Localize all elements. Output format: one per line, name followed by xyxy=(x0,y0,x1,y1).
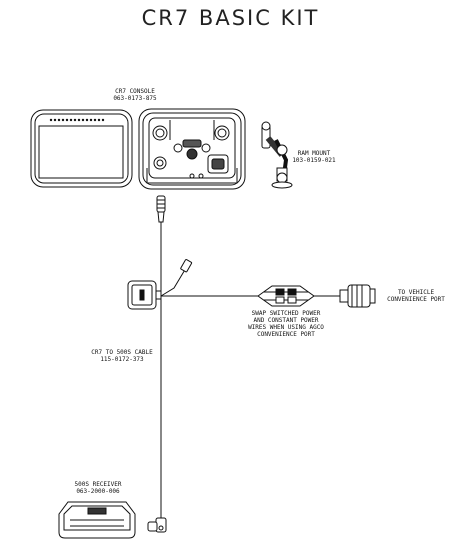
swap-note-label: SWAP SWITCHED POWER AND CONSTANT POWER W… xyxy=(236,310,336,338)
cable-label: CR7 TO 500S CABLE 115-0172-373 xyxy=(84,349,160,363)
vehicle-port-label: TO VEHICLE CONVENIENCE PORT xyxy=(378,289,454,303)
ram-mount-label: RAM MOUNT 103-0159-021 xyxy=(284,150,344,164)
swap-fuse-holder xyxy=(257,285,315,307)
pigtail-connector xyxy=(160,259,193,297)
console-connector xyxy=(156,195,166,223)
swap-note-line1: SWAP SWITCHED POWER xyxy=(251,310,321,317)
ram-mount-drawing xyxy=(261,121,293,189)
console-display xyxy=(30,109,133,188)
diagram-title: CR7 BASIC KIT xyxy=(141,6,320,30)
vehicle-port-line1: TO VEHICLE xyxy=(397,289,435,296)
console-name: CR7 CONSOLE xyxy=(115,88,155,95)
receiver-label: 500S RECEIVER 063-2000-006 xyxy=(66,481,130,495)
vehicle-plug xyxy=(339,284,376,308)
swap-note-line3: WIRES WHEN USING AGCO xyxy=(248,324,324,331)
vehicle-port-line2: CONVENIENCE PORT xyxy=(387,296,445,303)
console-part-number: 063-0173-875 xyxy=(113,95,157,102)
receiver-connector xyxy=(147,517,167,533)
swap-note-line2: AND CONSTANT POWER xyxy=(253,317,319,324)
cable-name: CR7 TO 500S CABLE xyxy=(91,349,153,356)
console-back xyxy=(138,108,246,190)
swap-note-line4: CONVENIENCE PORT xyxy=(257,331,315,338)
cable-part-number: 115-0172-373 xyxy=(100,356,144,363)
console-label: CR7 CONSOLE 063-0173-875 xyxy=(100,88,170,102)
receiver-name: 500S RECEIVER xyxy=(74,481,122,488)
ram-mount-part-number: 103-0159-021 xyxy=(292,157,336,164)
ram-mount-name: RAM MOUNT xyxy=(297,150,331,157)
receiver-part-number: 063-2000-006 xyxy=(76,488,120,495)
receiver-drawing xyxy=(58,501,136,539)
junction-connector xyxy=(127,280,161,310)
